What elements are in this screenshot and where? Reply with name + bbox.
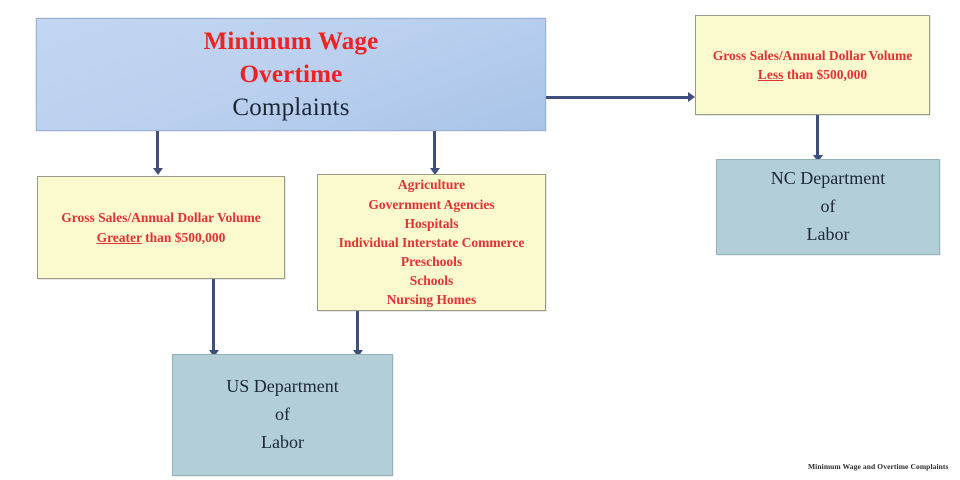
us-dol-line-1: US Department	[226, 376, 339, 397]
node-covered-categories-list[interactable]: Agriculture Government Agencies Hospital…	[317, 174, 546, 311]
connector-less-to-nc-dol	[816, 115, 819, 159]
us-dol-line-2: of	[275, 404, 290, 425]
criteria-greater-underlined: Greater	[96, 229, 142, 245]
coverage-item: Schools	[409, 273, 454, 289]
arrowhead-root-to-less	[688, 92, 695, 102]
criteria-greater-line-1: Gross Sales/Annual Dollar Volume	[61, 210, 261, 226]
coverage-item: Agriculture	[397, 177, 466, 193]
node-nc-department-of-labor[interactable]: NC Department of Labor	[716, 159, 940, 255]
criteria-less-rest: than $500,000	[783, 67, 868, 82]
nc-dol-line-1: NC Department	[770, 168, 886, 189]
arrowhead-coverage-to-us-dol	[352, 350, 363, 357]
criteria-greater-line-2: Greater than $500,000	[97, 228, 226, 247]
root-red-line-2: Overtime	[239, 60, 343, 88]
root-black-line: Complaints	[232, 93, 350, 121]
connector-root-to-greater	[156, 131, 159, 170]
arrowhead-root-to-greater	[152, 168, 163, 175]
connector-root-to-less	[546, 95, 692, 99]
coverage-item: Nursing Homes	[386, 292, 477, 308]
arrowhead-root-to-coverage	[429, 168, 440, 175]
nc-dol-line-3: Labor	[806, 223, 850, 244]
criteria-greater-rest: than $500,000	[141, 229, 226, 245]
coverage-item: Preschools	[400, 254, 463, 270]
criteria-less-line-1: Gross Sales/Annual Dollar Volume	[712, 47, 913, 63]
coverage-item: Government Agencies	[368, 196, 495, 212]
node-criteria-greater-than-500000[interactable]: Gross Sales/Annual Dollar Volume Greater…	[37, 176, 285, 279]
criteria-less-line-2: Less than $500,000	[758, 65, 867, 84]
nc-dol-line-2: of	[820, 196, 836, 217]
arrowhead-greater-to-us-dol	[208, 350, 219, 357]
node-minimum-wage-overtime-complaints[interactable]: Minimum Wage Overtime Complaints	[36, 18, 546, 131]
connector-greater-to-us-dol	[212, 279, 215, 354]
arrowhead-less-to-nc-dol	[812, 155, 823, 162]
node-us-department-of-labor[interactable]: US Department of Labor	[172, 354, 393, 476]
connector-coverage-to-us-dol	[356, 311, 359, 354]
coverage-item: Individual Interstate Commerce	[338, 234, 525, 250]
root-red-line-1: Minimum Wage	[203, 27, 379, 55]
figure-caption: Minimum Wage and Overtime Complaints	[808, 462, 949, 471]
us-dol-line-3: Labor	[261, 431, 304, 452]
coverage-item: Hospitals	[404, 215, 459, 231]
criteria-less-underlined: Less	[757, 67, 784, 82]
connector-root-to-coverage	[433, 131, 436, 170]
node-criteria-less-than-500000[interactable]: Gross Sales/Annual Dollar Volume Less th…	[695, 15, 930, 115]
